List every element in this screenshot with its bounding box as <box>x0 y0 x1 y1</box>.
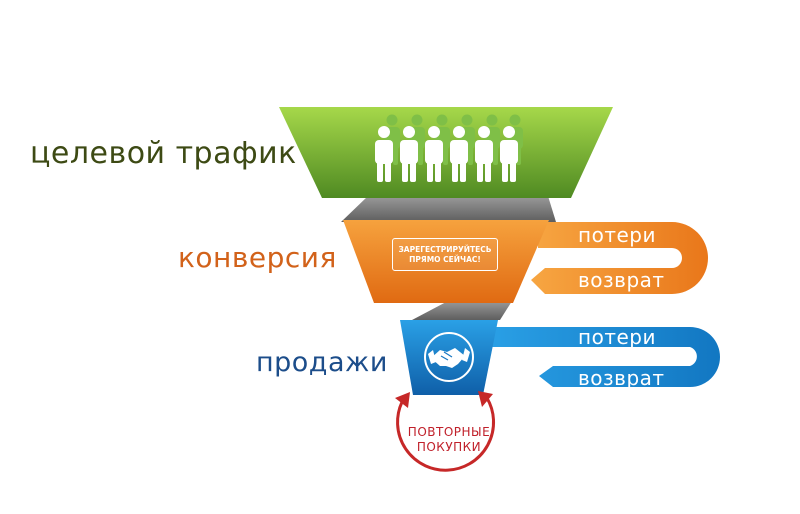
people-group-icon <box>375 114 523 182</box>
orange-return-label: возврат <box>578 268 665 292</box>
connector-traffic-conversion <box>341 196 556 222</box>
repeat-cycle-icon <box>395 391 495 472</box>
blue-loss-label: потери <box>578 325 656 349</box>
blue-return-label: возврат <box>578 366 665 390</box>
repeat-line-1: ПОВТОРНЫЕ <box>407 425 491 439</box>
orange-loss-label: потери <box>578 223 656 247</box>
label-conversion: конверсия <box>178 241 337 274</box>
cta-line-1: ЗАРЕГЕСТРИРУЙТЕСЬ <box>398 244 492 254</box>
cta-line-2: ПРЯМО СЕЙЧАС! <box>409 254 481 264</box>
repeat-line-2: ПОКУПКИ <box>416 440 482 454</box>
connector-conversion-sales <box>412 301 512 320</box>
repeat-purchases-label: ПОВТОРНЫЕ ПОКУПКИ <box>397 425 501 455</box>
register-now-banner: ЗАРЕГЕСТРИРУЙТЕСЬ ПРЯМО СЕЙЧАС! <box>392 238 498 271</box>
label-target-traffic: целевой трафик <box>30 136 297 171</box>
orange-loop-band <box>531 222 708 294</box>
handshake-icon <box>424 332 474 382</box>
label-sales: продажи <box>256 347 388 378</box>
blue-loop-band <box>486 327 720 387</box>
